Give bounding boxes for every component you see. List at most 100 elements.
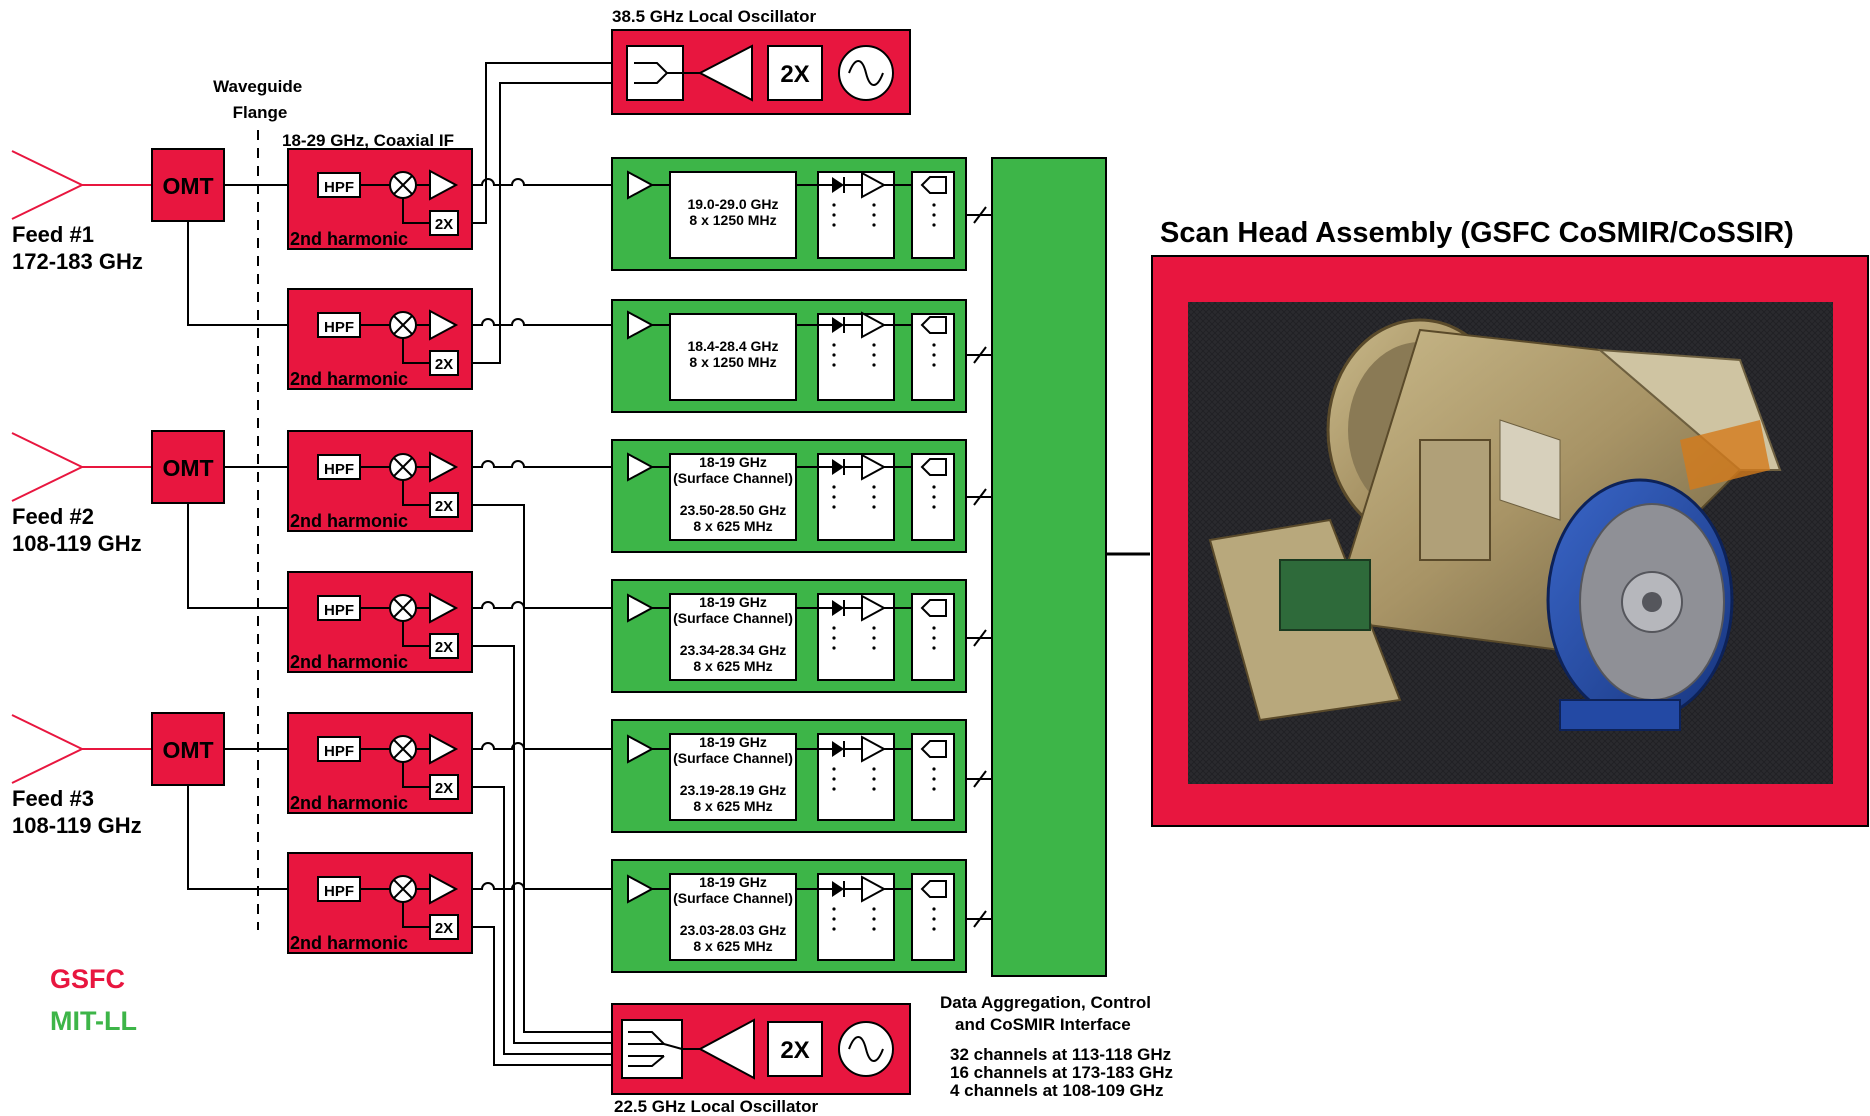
ellipsis-dot [832, 767, 835, 770]
lo-bottom-doubler-label: 2X [780, 1037, 809, 1064]
ellipsis-dot [932, 927, 935, 930]
ellipsis-dot [872, 777, 875, 780]
ellipsis-dot [932, 213, 935, 216]
ellipsis-dot [932, 223, 935, 226]
ellipsis-dot [872, 203, 875, 206]
ellipsis-dot [832, 223, 835, 226]
mixer-block-4: HPF 2X 2nd harmonic [288, 572, 472, 672]
ellipsis-dot [932, 777, 935, 780]
scan-head-title: Scan Head Assembly (GSFC CoSMIR/CoSSIR) [1160, 217, 1794, 249]
channel-summary: 32 channels at 113-118 GHz 16 channels a… [950, 1045, 1178, 1100]
if-line [456, 743, 612, 749]
harmonic-label: 2nd harmonic [290, 229, 408, 249]
lo-bottom-wire [458, 787, 622, 1054]
ellipsis-dot [872, 223, 875, 226]
ellipsis-dot [832, 777, 835, 780]
mixer-block-1: HPF2X2nd harmonic [288, 149, 472, 249]
if-line [456, 883, 612, 889]
harmonic-label: 2nd harmonic [290, 933, 408, 953]
hpf-label: HPF [324, 179, 354, 196]
doubler-label: 2X [435, 639, 453, 656]
ellipsis-dot [932, 353, 935, 356]
omt-label: OMT [162, 455, 213, 481]
mixer-block-6: HPF2X2nd harmonic [288, 853, 472, 953]
feed-name: Feed #1 [12, 222, 94, 247]
ellipsis-dot [872, 636, 875, 639]
if-line [456, 461, 612, 467]
filterbank-label: 23.03-28.03 GHz [680, 922, 787, 938]
filterbank-label: 23.34-28.34 GHz [680, 642, 787, 658]
omt-to-mixer-wire [188, 785, 288, 889]
ellipsis-dot [872, 767, 875, 770]
filterbank-label: (Surface Channel) [673, 470, 793, 486]
lo-bottom-wire [458, 927, 622, 1065]
feed-band: 108-119 GHz [12, 531, 142, 556]
ellipsis-dot [872, 626, 875, 629]
omt-label: OMT [162, 173, 213, 199]
filterbank-label: 18-19 GHz [699, 594, 767, 610]
ellipsis-dot [832, 505, 835, 508]
ellipsis-dot [832, 787, 835, 790]
lo-22-5-block: 2X 22.5 GHz Local Oscillator [612, 1004, 910, 1116]
filterbank-label: 8 x 625 MHz [693, 518, 772, 534]
lo-38-5-block: 38.5 GHz Local Oscillator 2X [612, 7, 910, 114]
channel-6: 18-19 GHz(Surface Channel)23.03-28.03 GH… [612, 860, 992, 972]
coaxial-if-label: 18-29 GHz, Coaxial IF [282, 131, 454, 150]
doubler-label: 2X [435, 356, 453, 373]
filterbank-label: 8 x 1250 MHz [689, 212, 776, 228]
filterbank-label: (Surface Channel) [673, 890, 793, 906]
if-line [456, 319, 612, 325]
lo-bottom-wire [458, 505, 622, 1032]
channel-3: 18-19 GHz(Surface Channel)23.50-28.50 GH… [612, 440, 992, 552]
lo-top-doubler-label: 2X [780, 61, 809, 88]
ellipsis-dot [832, 213, 835, 216]
omt-to-mixer-wire [188, 503, 288, 608]
omt-to-mixer-wire [188, 221, 288, 325]
ellipsis-dot [872, 213, 875, 216]
hpf-label: HPF [324, 602, 354, 619]
ellipsis-dot [932, 343, 935, 346]
ellipsis-dot [872, 646, 875, 649]
filterbank-label: (Surface Channel) [673, 750, 793, 766]
ellipsis-dot [832, 636, 835, 639]
channel-4: 18-19 GHz(Surface Channel)23.34-28.34 GH… [612, 580, 992, 692]
legend-mitll: MIT-LL [50, 1006, 137, 1036]
harmonic-label: 2nd harmonic [290, 511, 408, 531]
legend-gsfc: GSFC [50, 964, 125, 994]
ellipsis-dot [932, 917, 935, 920]
ellipsis-dot [872, 495, 875, 498]
ellipsis-dot [832, 907, 835, 910]
ellipsis-dot [832, 646, 835, 649]
scan-head-photo [1188, 302, 1833, 784]
ellipsis-dot [872, 485, 875, 488]
lo-top-label: 38.5 GHz Local Oscillator [612, 7, 816, 26]
ellipsis-dot [932, 505, 935, 508]
lo-top-wire [458, 63, 627, 223]
feed-horn-icon [12, 151, 82, 219]
ellipsis-dot [832, 917, 835, 920]
data-aggregation-bus [992, 158, 1106, 976]
receiver-channels-group: 19.0-29.0 GHz8 x 1250 MHz18.4-28.4 GHz8 … [612, 158, 992, 972]
channel-5: 18-19 GHz(Surface Channel)23.19-28.19 GH… [612, 720, 992, 832]
filterbank-label: 18-19 GHz [699, 454, 767, 470]
filterbank-label: 8 x 625 MHz [693, 798, 772, 814]
harmonic-label: 2nd harmonic [290, 369, 408, 389]
ellipsis-dot [872, 505, 875, 508]
waveguide-flange-label: Waveguide Flange [213, 77, 307, 122]
data-aggregation-label: Data Aggregation, Control and CoSMIR Int… [940, 993, 1156, 1034]
doubler-label: 2X [435, 780, 453, 797]
ellipsis-dot [932, 767, 935, 770]
mixer-block-3: HPF2X2nd harmonic [288, 431, 472, 531]
hpf-label: HPF [324, 319, 354, 336]
filterbank-label: 18.4-28.4 GHz [687, 338, 778, 354]
harmonic-label: 2nd harmonic [290, 652, 408, 672]
ellipsis-dot [932, 363, 935, 366]
filterbank-label: 18-19 GHz [699, 734, 767, 750]
ellipsis-dot [832, 343, 835, 346]
feed-band: 108-119 GHz [12, 813, 142, 838]
